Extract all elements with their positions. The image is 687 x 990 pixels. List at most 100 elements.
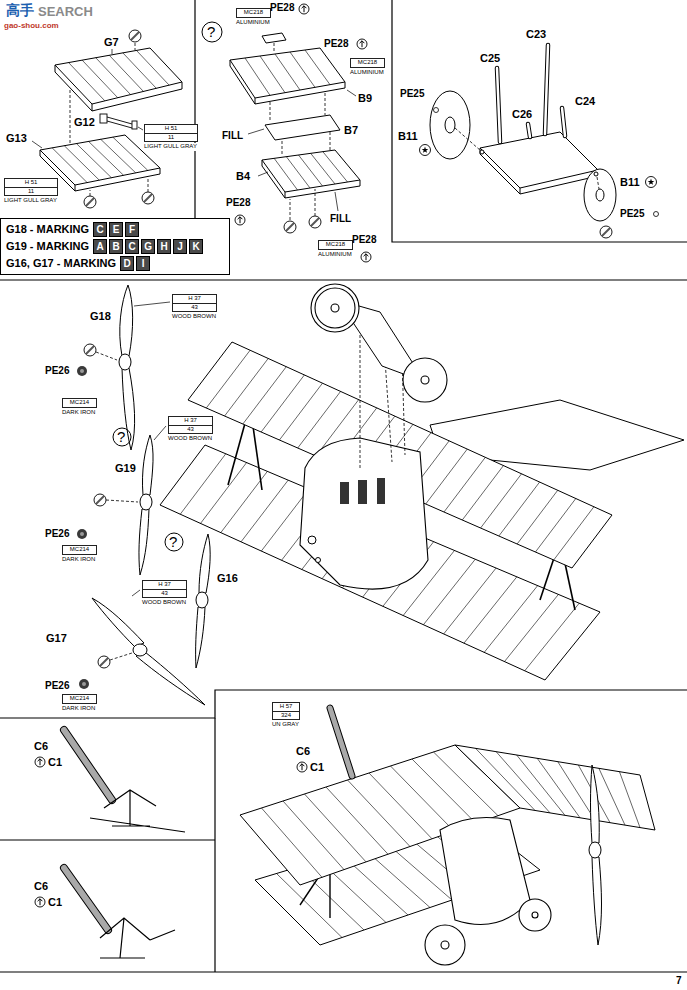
wing-rib <box>277 874 343 938</box>
marking-heading: G18 - MARKING <box>6 223 89 236</box>
wing-part <box>40 48 182 191</box>
line-art <box>112 49 113 54</box>
strut <box>497 45 565 142</box>
paint-callout: MC214DARK IRON <box>62 545 97 563</box>
line-art <box>420 145 431 156</box>
line-art <box>325 93 326 115</box>
paint-callout: H 5111LIGHT GULL GRAY <box>144 124 198 151</box>
line-art <box>562 108 565 136</box>
wing-rib <box>348 780 411 847</box>
watermark: 高手 <box>6 2 34 18</box>
line-art <box>90 190 91 196</box>
line-art <box>290 199 291 220</box>
wing-rib <box>504 594 558 661</box>
line-art <box>497 68 500 142</box>
line-art <box>132 121 137 129</box>
line-art <box>274 43 275 53</box>
line-art <box>596 189 604 201</box>
line-art <box>497 68 500 142</box>
paint-callout: H 3743WOOD BROWN <box>142 580 187 607</box>
line-art <box>134 302 170 306</box>
wing-rib <box>283 801 344 870</box>
paint-callout: H 3743WOOD BROWN <box>172 294 217 321</box>
line-art <box>519 899 551 931</box>
line-art <box>311 284 359 332</box>
paint-name: ALUMINIUM <box>318 251 353 259</box>
wing-rib <box>462 466 503 520</box>
line-art <box>64 868 108 930</box>
part-number: G18 <box>90 310 111 323</box>
line-art <box>92 598 144 647</box>
line-art <box>340 482 349 504</box>
wing-rib <box>311 153 335 184</box>
paint-code: H 37 <box>142 580 187 590</box>
line-art <box>421 376 429 384</box>
wing-rib <box>619 772 640 828</box>
line-art <box>0 839 215 840</box>
marking-letter: K <box>189 239 203 254</box>
strut-fitting <box>90 790 185 958</box>
line-art <box>214 718 215 972</box>
wing-rib <box>444 457 485 512</box>
fuselage-opening <box>340 478 385 504</box>
fill-note: FILL <box>330 213 351 225</box>
paint-code: MC218 <box>318 240 353 250</box>
part-number: B11 <box>620 176 640 189</box>
marking-letter: C <box>93 222 107 237</box>
paint-code: H 37 <box>168 416 213 426</box>
line-art <box>480 150 484 154</box>
line-art <box>90 790 185 832</box>
marking-letter: J <box>173 239 187 254</box>
wing-rib <box>69 63 105 101</box>
line-art <box>299 4 309 14</box>
wing-rib <box>326 787 388 854</box>
line-art <box>545 45 548 134</box>
line-art <box>120 285 133 356</box>
part-number: G19 <box>115 462 136 475</box>
line-art <box>315 189 316 216</box>
watermark: gao-shou.com <box>4 21 59 30</box>
paint-callout: MC218ALUMINIUM <box>318 240 353 258</box>
part-number: C6 <box>34 740 48 753</box>
paint-callout: MC218ALUMINIUM <box>350 58 385 76</box>
wing-rib <box>109 55 143 91</box>
paint-code: MC218 <box>350 58 385 68</box>
paint-name: WOOD BROWN <box>142 599 187 607</box>
line-art <box>430 91 470 159</box>
part-number: PE28 <box>324 38 348 50</box>
paint-code: 324 <box>272 712 300 721</box>
line-art <box>140 494 152 510</box>
line-art <box>360 335 361 470</box>
part-number: C26 <box>512 108 532 121</box>
line-art <box>562 108 565 136</box>
wing-rib <box>537 758 580 817</box>
line-art <box>135 43 136 50</box>
question-circle <box>165 533 183 551</box>
line-art <box>497 45 565 142</box>
line-art <box>476 748 640 827</box>
line-art <box>136 652 205 705</box>
line-art <box>154 426 166 440</box>
wing-rib <box>391 766 455 831</box>
line-art <box>335 192 338 211</box>
line-art <box>528 124 530 137</box>
part-number: B7 <box>344 124 358 137</box>
paint-name: ALUMINIUM <box>236 19 271 27</box>
wing-rib <box>298 391 341 448</box>
marking-letter: B <box>109 239 123 254</box>
part-number: B9 <box>358 92 372 105</box>
paint-name: WOOD BROWN <box>172 313 217 321</box>
paint-code: MC218 <box>236 8 271 18</box>
part-number: B4 <box>236 170 250 183</box>
line-art <box>445 117 455 133</box>
wing-rib <box>113 137 148 170</box>
strut <box>330 708 352 776</box>
line-art <box>32 141 42 148</box>
marking-letter: G <box>141 239 155 254</box>
paint-name: DARK IRON <box>62 705 97 713</box>
line-art <box>347 90 356 96</box>
wing-rib <box>225 358 269 416</box>
